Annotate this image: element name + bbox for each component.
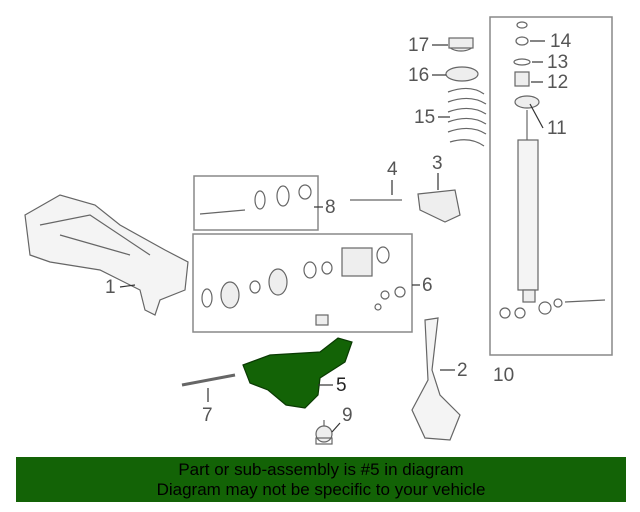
callout-10: 10 xyxy=(493,365,515,386)
callout-1: 1 xyxy=(105,277,116,298)
callout-8: 8 xyxy=(325,197,336,218)
callout-7: 7 xyxy=(202,405,213,426)
leader-lines xyxy=(119,40,545,433)
group-box-10 xyxy=(489,16,613,356)
control-arm-part-5[interactable] xyxy=(242,337,353,409)
spring-parts[interactable] xyxy=(445,37,487,147)
callout-3: 3 xyxy=(432,153,443,174)
diagram-notice-banner: Part or sub-assembly is #5 in diagram Di… xyxy=(16,457,626,502)
callout-17: 17 xyxy=(408,35,430,56)
crossmember-part-1[interactable] xyxy=(24,194,189,316)
callout-12: 12 xyxy=(547,72,569,93)
bushing-kit-6[interactable] xyxy=(201,246,406,326)
callout-4: 4 xyxy=(387,159,398,180)
shock-absorber[interactable] xyxy=(499,21,606,319)
bushing-kit-8[interactable] xyxy=(199,184,312,215)
group-box-8 xyxy=(193,175,319,231)
notice-line-2: Diagram may not be specific to your vehi… xyxy=(156,480,486,499)
ball-joint-part-9[interactable] xyxy=(315,420,333,445)
callout-11: 11 xyxy=(547,118,567,139)
callout-14: 14 xyxy=(550,31,572,52)
callout-5: 5 xyxy=(336,375,347,396)
group-box-6 xyxy=(192,233,413,333)
knuckle-part-2[interactable] xyxy=(411,317,461,441)
callout-15: 15 xyxy=(414,107,436,128)
callout-13: 13 xyxy=(547,52,569,73)
notice-line-1: Part or sub-assembly is #5 in diagram xyxy=(178,460,464,479)
bolt-part-7[interactable] xyxy=(181,373,236,387)
callout-6: 6 xyxy=(422,275,433,296)
bracket-part-3[interactable] xyxy=(417,189,461,223)
callout-2: 2 xyxy=(457,360,468,381)
callout-16: 16 xyxy=(408,65,430,86)
callout-9: 9 xyxy=(342,405,353,426)
